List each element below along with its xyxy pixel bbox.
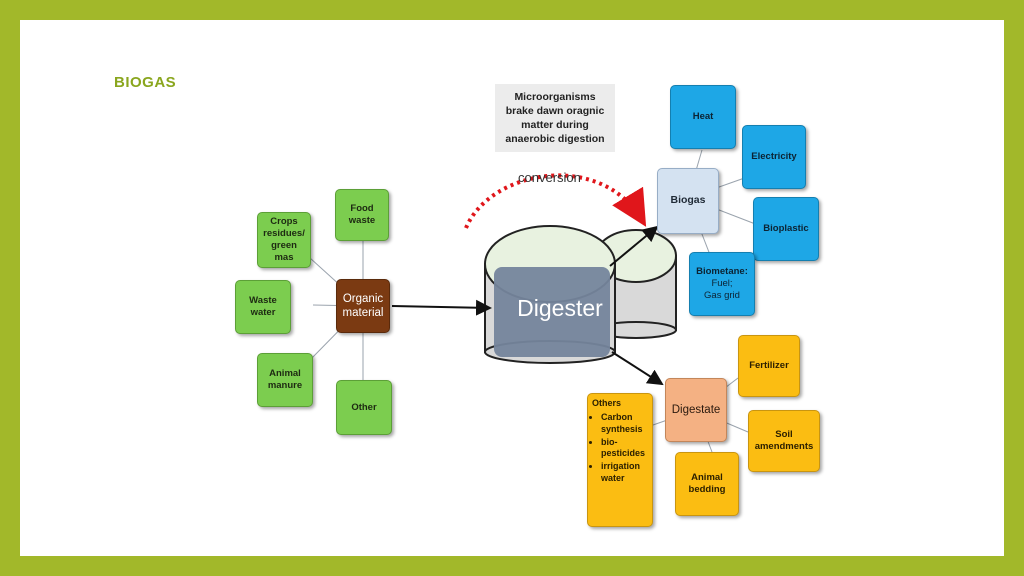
animal-manure-box: Animal manure [257,353,313,407]
conversion-arrow [464,173,647,229]
organic-material-box: Organic material [336,279,390,333]
electricity-box: Electricity [742,125,806,189]
waste-water-box: Waste water [235,280,291,334]
biogas-box: Biogas [657,168,719,234]
food-waste-box: Food waste [335,189,389,241]
connector-layer [309,149,759,453]
digester-to-digestate-arrow [611,351,664,386]
conversion-label: conversion [518,170,581,185]
microorganisms-note: Microorganisms brake dawn oragnic matter… [495,84,615,152]
others-item-irrigation: irrigation water [601,461,648,484]
others-item-biopesticides: bio-pesticides [601,437,648,460]
digester-label: Digester [517,295,603,321]
biomethane-box: Biometane: Fuel; Gas grid [689,252,755,316]
animal-bedding-box: Animal bedding [675,452,739,516]
biomethane-detail: Fuel; Gas grid [704,278,740,301]
digester-to-biogas-arrow [609,225,659,267]
digester-tank-front [484,225,616,364]
others-item-carbon: Carbon synthesis [601,412,648,435]
organic-to-digester-arrow [391,299,492,316]
others-list: Carbon synthesis bio-pesticides irrigati… [592,412,648,484]
digestate-box: Digestate [665,378,727,442]
others-title: Others [592,398,622,408]
crops-residues-box: Crops residues/ green mas [257,212,311,268]
slide-title: BIOGAS [114,74,177,91]
slide: BIOGAS [20,20,1004,556]
fertilizer-box: Fertilizer [738,335,800,397]
heat-box: Heat [670,85,736,149]
bioplastic-box: Bioplastic [753,197,819,261]
biomethane-title: Biometane: [696,266,748,278]
soil-amendments-box: Soil amendments [748,410,820,472]
other-box: Other [336,380,392,435]
others-box: Others Carbon synthesis bio-pesticides i… [587,393,653,527]
